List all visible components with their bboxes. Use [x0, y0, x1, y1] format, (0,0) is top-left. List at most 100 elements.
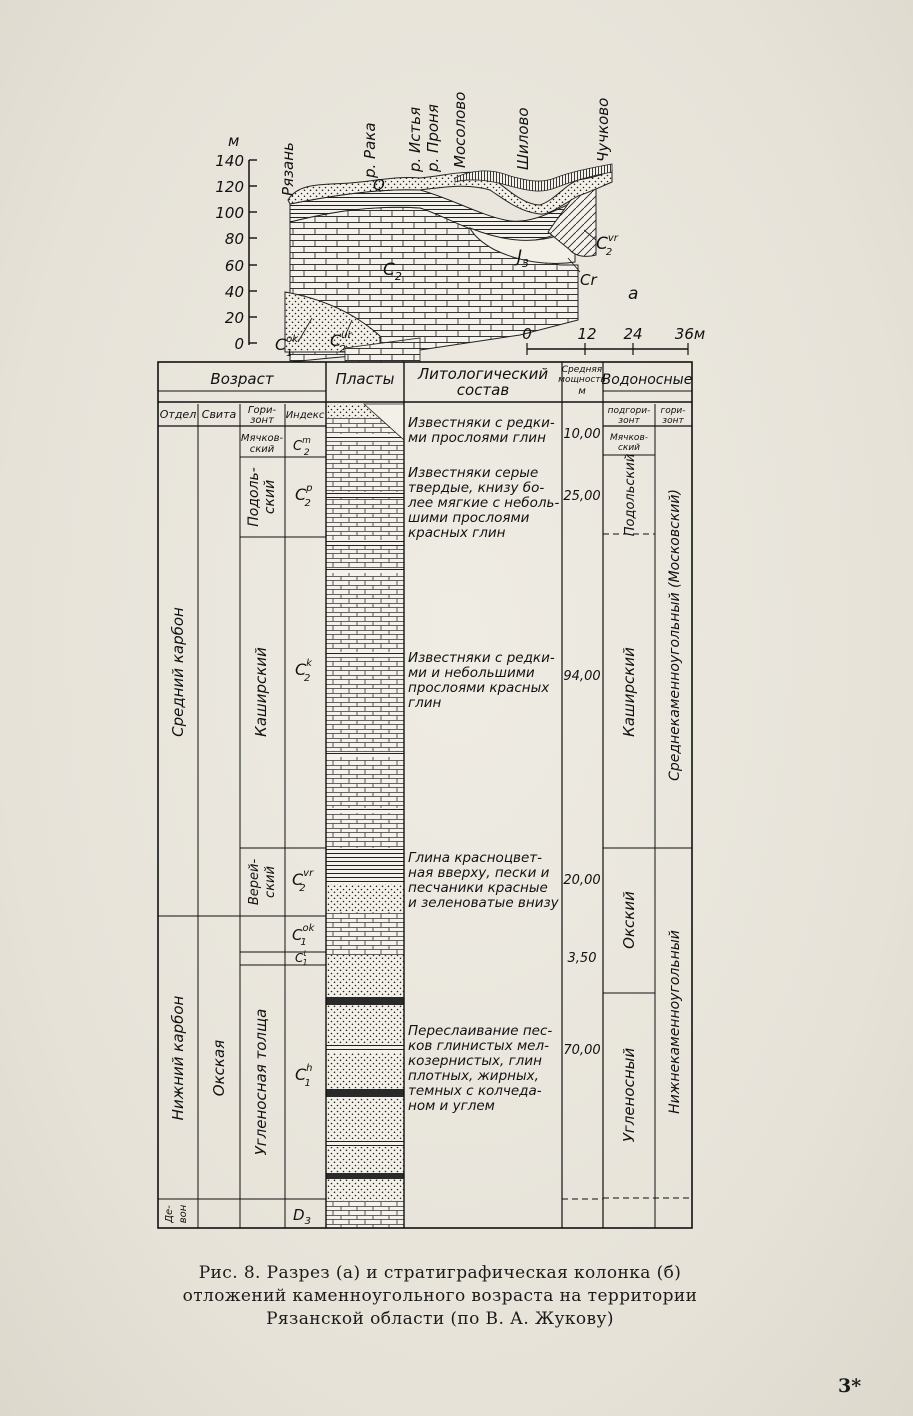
y-tick-120: 120	[215, 178, 244, 196]
lithology-block-5: Переслаивание пес- ков глинистых мел- ко…	[408, 1023, 552, 1114]
header-thickness-1: Средняя	[562, 365, 603, 375]
header-age: Возраст	[210, 370, 274, 388]
locality-mosolovo: Мосолово	[451, 92, 469, 168]
thickness-25: 25,00	[563, 489, 600, 504]
svg-text:плотных, жирных,: плотных, жирных,	[408, 1068, 539, 1084]
section-layer-j3	[468, 227, 576, 264]
division-middle-carbon: Средний карбон	[169, 607, 187, 737]
division-devon-2: вон	[178, 1204, 189, 1223]
caption-line-2: отложений каменноугольного возраста на т…	[182, 1286, 698, 1306]
scale-tick-36: 36м	[675, 325, 705, 343]
header-aquifers: Водоносные	[602, 372, 693, 388]
y-tick-20: 20	[225, 309, 244, 327]
aquifer-uglen: Угленосный	[620, 1048, 638, 1143]
figure-caption: Рис. 8. Разрез (а) и стратиграфическая к…	[150, 1262, 730, 1331]
header-lithology-2: состав	[457, 381, 510, 399]
svg-text:шими прослоями: шими прослоями	[408, 510, 530, 526]
aquifer-myach-2: ский	[618, 443, 640, 453]
strat-column: Возраст Пласты Литологический состав Сре…	[157, 361, 693, 1229]
lithology-block-3: Известняки с редки- ми и небольшими прос…	[408, 650, 555, 711]
horizon-myach-1: Мячков-	[241, 433, 284, 444]
y-tick-60: 60	[225, 257, 244, 275]
lithology-block-1: Известняки с редки- ми прослоями глин	[408, 415, 555, 446]
lithology-block-4: Глина красноцвет- ная вверху, пески и пе…	[408, 850, 560, 911]
svg-text:Переслаивание пес-: Переслаивание пес-	[408, 1023, 552, 1039]
thickness-94: 94,00	[563, 669, 600, 684]
horizon-podol-1: Подоль-	[246, 467, 262, 527]
locality-raka: р. Рака	[361, 122, 379, 179]
thickness-10: 10,00	[563, 427, 600, 442]
y-tick-140: 140	[215, 152, 244, 170]
aquifer-lower-coal: Нижнекаменноугольный	[667, 930, 683, 1114]
caption-line-1: Рис. 8. Разрез (а) и стратиграфическая к…	[198, 1263, 682, 1283]
label-j3: J3	[514, 247, 529, 270]
label-q: Q	[373, 176, 385, 194]
aquifer-podol: Подольский	[623, 454, 638, 537]
svg-text:Известняки с редки-: Известняки с редки-	[408, 415, 555, 431]
aquifer-kashir: Каширский	[620, 647, 638, 737]
svg-text:ков глинистых мел-: ков глинистых мел-	[408, 1038, 549, 1054]
svg-text:песчаники красные: песчаники красные	[408, 880, 548, 896]
column-grid	[157, 361, 693, 1229]
svg-text:прослоями красных: прослоями красных	[408, 680, 550, 696]
horizon-verei-2: ский	[263, 866, 278, 898]
svg-text:красных глин: красных глин	[408, 525, 506, 541]
svg-text:ном и углем: ном и углем	[408, 1098, 495, 1114]
thickness-70: 70,00	[563, 1043, 600, 1058]
svg-text:ная вверху, пески и: ная вверху, пески и	[408, 865, 550, 881]
aquifer-middle-coal: Среднекаменноугольный (Московский)	[667, 489, 683, 781]
y-tick-100: 100	[215, 204, 244, 222]
geologic-section: м 140 120 100 80 60 40 20 0	[215, 92, 705, 363]
svg-text:темных с колчеда-: темных с колчеда-	[408, 1083, 542, 1099]
svg-text:ми и небольшими: ми и небольшими	[408, 665, 535, 681]
column-layers	[326, 403, 405, 1228]
svg-text:твердые, книзу бо-: твердые, книзу бо-	[408, 480, 544, 496]
scale-tick-24: 24	[623, 325, 642, 343]
header-thickness-2: мощность	[558, 375, 606, 385]
aquifer-oka: Окский	[620, 891, 638, 949]
svg-text:Известняки серые: Известняки серые	[408, 465, 538, 481]
suite-oka: Окская	[210, 1040, 228, 1096]
section-y-axis: м 140 120 100 80 60 40 20 0	[215, 132, 257, 353]
scale-tick-12: 12	[577, 325, 596, 343]
header-lithology-1: Литологический	[417, 365, 548, 383]
caption-line-3: Рязанской области (по В. А. Жукову)	[266, 1309, 614, 1329]
header-horizon-1: Гори-	[248, 405, 277, 416]
header-aq-subhorizon-2: зонт	[618, 416, 640, 426]
locality-istya: р. Истья	[406, 107, 424, 173]
svg-text:Известняки с редки-: Известняки с редки-	[408, 650, 555, 666]
section-layer-cr	[547, 187, 597, 257]
y-unit-label: м	[228, 132, 239, 150]
horizon-podol-2: ский	[262, 480, 278, 514]
label-panel-a: а	[628, 284, 638, 304]
header-index: Индекс	[286, 410, 325, 421]
svg-text:и зеленоватые внизу: и зеленоватые внизу	[408, 895, 560, 911]
index-d3: D3	[293, 1206, 311, 1227]
svg-text:ми прослоями глин: ми прослоями глин	[408, 430, 546, 446]
header-layers: Пласты	[336, 370, 395, 388]
y-tick-80: 80	[225, 230, 244, 248]
y-tick-40: 40	[225, 283, 244, 301]
header-thickness-3: м	[578, 386, 586, 397]
horizon-verei-1: Верей-	[247, 859, 262, 906]
header-division: Отдел	[160, 408, 196, 421]
locality-ryazan: Рязань	[279, 142, 297, 196]
label-c2: C2	[383, 260, 402, 283]
header-horizon-2: зонт	[250, 415, 275, 426]
horizon-uglen: Угленосная толща	[252, 1009, 270, 1156]
horizon-kashir: Каширский	[252, 647, 270, 737]
aquifer-myach-1: Мячков-	[610, 433, 648, 443]
division-devon-1: Де-	[164, 1205, 175, 1224]
locality-shilovo: Шилово	[514, 107, 532, 170]
lithology-block-2: Известняки серые твердые, книзу бо- лее …	[407, 465, 559, 541]
